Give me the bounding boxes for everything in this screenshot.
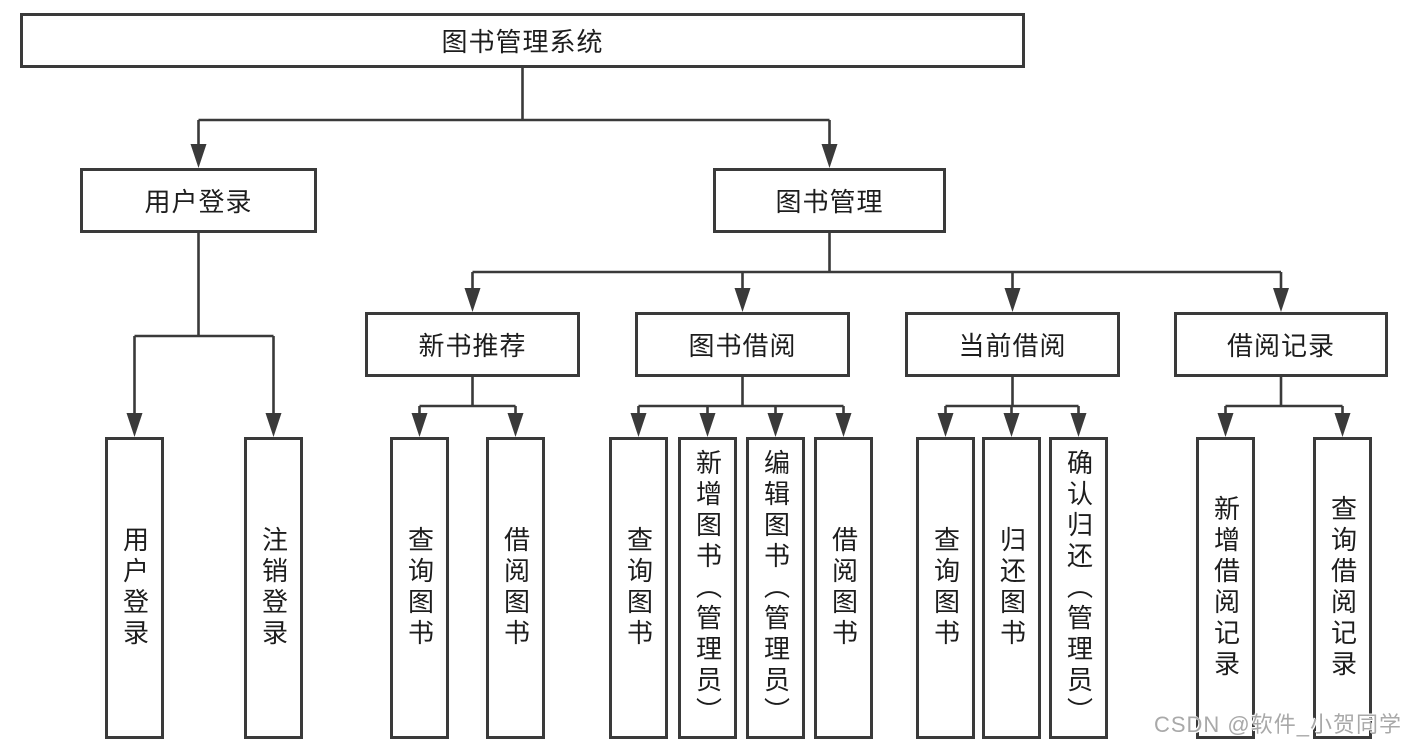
leaf-label: 新增借阅记录 <box>1210 495 1241 681</box>
leaf-label: 借阅图书 <box>828 526 859 650</box>
leaf-label: 查询图书 <box>404 526 435 650</box>
node-current-borrow: 当前借阅 <box>905 312 1120 377</box>
leaf-edit-books-admin: 编辑图书（管理员） <box>746 437 805 739</box>
csdn-watermark: CSDN @软件_小贺同学 <box>1153 712 1402 737</box>
leaf-label: 归还图书 <box>996 526 1027 650</box>
node-new-book-recommend: 新书推荐 <box>365 312 580 377</box>
node-book-management: 图书管理 <box>713 168 946 233</box>
node-borrow-records: 借阅记录 <box>1174 312 1388 377</box>
leaf-label: 注销登录 <box>258 526 289 650</box>
leaf-label: 用户登录 <box>119 526 150 650</box>
leaf-confirm-return-admin: 确认归还（管理员） <box>1049 437 1108 739</box>
leaf-label: 查询图书 <box>930 526 961 650</box>
leaf-label: 查询借阅记录 <box>1327 495 1358 681</box>
leaf-add-borrow-record: 新增借阅记录 <box>1196 437 1255 739</box>
leaf-logout: 注销登录 <box>244 437 303 739</box>
node-book-borrow: 图书借阅 <box>635 312 850 377</box>
leaf-return-books: 归还图书 <box>982 437 1041 739</box>
leaf-label: 借阅图书 <box>500 526 531 650</box>
leaf-user-login: 用户登录 <box>105 437 164 739</box>
leaf-query-books-3: 查询图书 <box>916 437 975 739</box>
leaf-label: 查询图书 <box>623 526 654 650</box>
leaf-label: 确认归还（管理员） <box>1063 448 1094 728</box>
node-user-login: 用户登录 <box>80 168 317 233</box>
leaf-query-borrow-record: 查询借阅记录 <box>1313 437 1372 739</box>
leaf-query-books-2: 查询图书 <box>609 437 668 739</box>
leaf-add-books-admin: 新增图书（管理员） <box>678 437 737 739</box>
leaf-label: 新增图书（管理员） <box>692 448 723 728</box>
leaf-borrow-books-2: 借阅图书 <box>814 437 873 739</box>
leaf-borrow-books-1: 借阅图书 <box>486 437 545 739</box>
leaf-query-books-1: 查询图书 <box>390 437 449 739</box>
leaf-label: 编辑图书（管理员） <box>760 448 791 728</box>
node-root-system: 图书管理系统 <box>20 13 1025 68</box>
